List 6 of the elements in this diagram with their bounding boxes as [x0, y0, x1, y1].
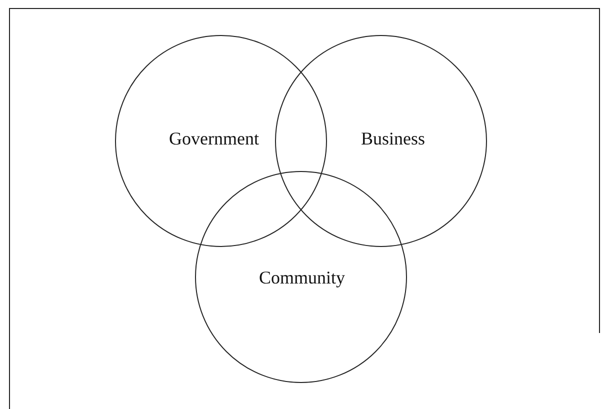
circle-label: Community	[259, 268, 345, 288]
venn-circle	[275, 35, 487, 247]
venn-circle	[195, 171, 407, 383]
circle-label: Business	[361, 128, 425, 150]
circle-label: Government	[169, 128, 259, 150]
venn-circle	[115, 35, 327, 247]
